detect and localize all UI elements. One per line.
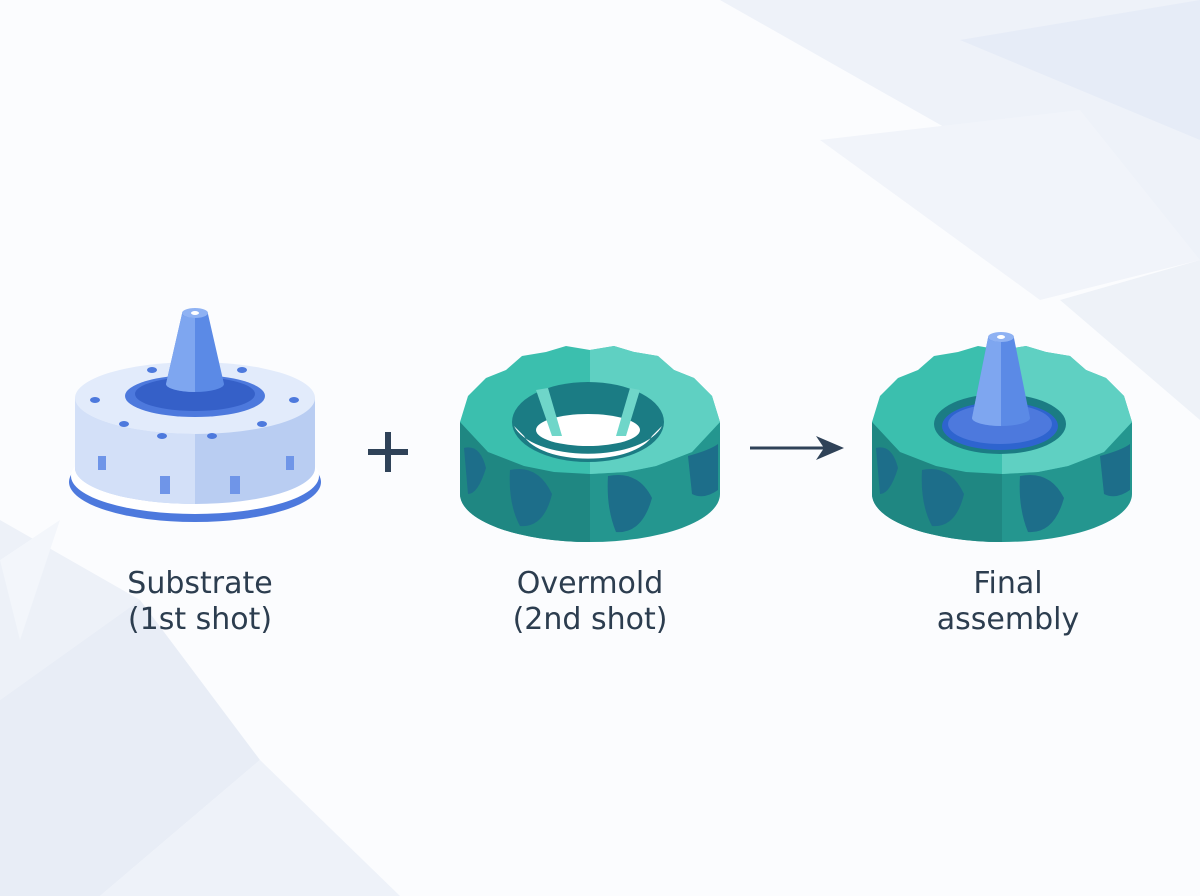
final-assembly-label-line1: Final <box>973 566 1043 601</box>
overmold-part-icon <box>460 346 720 542</box>
final-assembly-part-icon <box>872 332 1132 542</box>
overmold-label-line2: (2nd shot) <box>512 602 668 637</box>
plus-icon <box>368 432 408 472</box>
arrow-right-icon <box>750 436 844 460</box>
substrate-label-line2: (1st shot) <box>127 602 273 637</box>
substrate-label-line1: Substrate <box>127 566 273 601</box>
final-assembly-label-line2: assembly <box>936 602 1080 637</box>
overmold-label-line1: Overmold <box>516 566 664 601</box>
overmold-label: Overmold (2nd shot) <box>470 566 710 638</box>
substrate-part-icon <box>69 308 321 522</box>
final-assembly-label: Final assembly <box>888 566 1128 638</box>
substrate-label: Substrate (1st shot) <box>80 566 320 638</box>
